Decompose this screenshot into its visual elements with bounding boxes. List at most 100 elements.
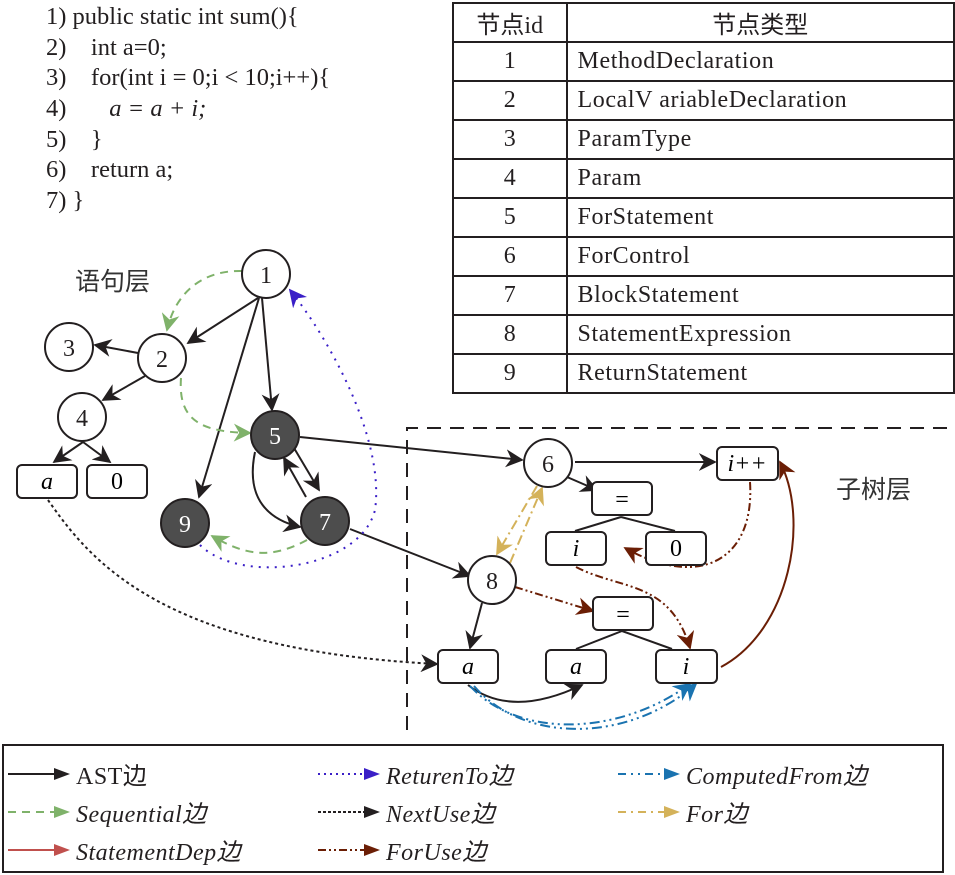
edge-5-7 [293, 447, 320, 492]
assign-body: = [592, 596, 654, 631]
edge-assign-i [574, 516, 622, 532]
edge-7-8 [349, 528, 472, 579]
node-label: 2 [156, 347, 168, 373]
cell-type: ReturnStatement [565, 353, 955, 394]
for-8-6 [509, 486, 544, 564]
line-number: 1) [46, 3, 67, 30]
legend-item-ast: AST边 [8, 756, 147, 791]
leaf-i-plus-plus: i++ [716, 446, 779, 481]
code-line: 4) a = a + i; [46, 94, 330, 125]
code-line: 5) } [46, 125, 330, 156]
statement-nodes: 1 2 3 4 5 7 9 6 8 [44, 249, 573, 605]
legend-item-statement-dep: StatementDep边 [8, 832, 241, 867]
code-text: return a; [90, 156, 174, 184]
header-node-type: 节点类型 [565, 2, 955, 43]
cell-type: ForControl [565, 236, 955, 277]
cell-id: 3 [452, 119, 568, 160]
leaf-label: i++ [727, 451, 766, 477]
line-number: 5) [46, 125, 67, 153]
node-3: 3 [44, 322, 94, 372]
code-line: 1) public static int sum(){ [46, 2, 330, 33]
legend-item-returen-to: ReturenTo边 [318, 756, 513, 791]
edge-7-5 [283, 456, 307, 498]
seq-7-9 [210, 535, 308, 554]
for-use-8-assign [514, 586, 595, 615]
statement-layer-label: 语句层 [75, 267, 151, 296]
leaf-i-init: i [545, 531, 607, 566]
line-number: 6) [46, 156, 67, 184]
leaf-label: 0 [111, 469, 123, 495]
code-text: } [90, 125, 103, 153]
node-9: 9 [160, 498, 210, 548]
leaf-label: 0 [670, 536, 682, 562]
dash-dot-arrow-icon [318, 843, 380, 856]
cell-type: ParamType [565, 119, 955, 160]
node-label: 8 [486, 569, 498, 595]
code-line: 3) for(int i = 0;i < 10;i++){ [46, 63, 330, 94]
cell-type: BlockStatement [565, 275, 955, 316]
legend: AST边 Sequential边 StatementDep边 ReturenTo… [2, 744, 944, 873]
cell-id: 6 [452, 236, 568, 277]
legend-item-computed-from: ComputedFrom边 [618, 756, 868, 791]
cell-id: 1 [452, 41, 568, 82]
legend-label: ReturenTo边 [386, 764, 514, 790]
dotted-arrow-icon [318, 805, 380, 818]
node-2: 2 [137, 333, 187, 383]
leaf-nodes: a 0 i++ = i 0 = a a i [16, 446, 779, 684]
for-use-ipp-i [623, 481, 752, 569]
legend-item-sequential: Sequential边 [8, 794, 207, 829]
solid-arrow-icon [8, 767, 70, 780]
edge-4-0 [82, 441, 112, 464]
cell-id: 9 [452, 353, 568, 394]
edge-assign2-a [575, 630, 623, 650]
dotted-arrow-icon [318, 767, 380, 780]
for-edges [496, 485, 544, 564]
line-number: 4) [46, 95, 67, 123]
edge-1-2 [186, 297, 259, 344]
node-label: 6 [542, 452, 554, 478]
computed-from-a-i-1 [469, 682, 692, 726]
header-node-id: 节点id [452, 2, 568, 43]
node-7: 7 [300, 496, 350, 546]
node-5: 5 [250, 410, 300, 460]
edge-assign-0 [620, 516, 676, 532]
for-use-i-ipp [720, 460, 796, 668]
dash-dot-arrow-icon [618, 767, 680, 780]
cell-type: StatementExpression [565, 314, 955, 355]
legend-item-for-use: ForUse边 [318, 832, 487, 867]
cell-type: MethodDeclaration [565, 41, 955, 82]
leaf-label: a [462, 654, 474, 680]
code-text: int a=0; [90, 33, 167, 61]
code-line: 2) int a=0; [46, 33, 330, 64]
cell-id: 5 [452, 197, 568, 238]
computed-from-a-i-2 [473, 682, 698, 730]
for-6-8 [496, 485, 538, 556]
cell-type: ForStatement [565, 197, 955, 238]
node-6: 6 [523, 438, 573, 488]
cell-id: 8 [452, 314, 568, 355]
cell-type: LocalV ariableDeclaration [565, 80, 955, 121]
code-text: } [72, 187, 85, 215]
subtree-layer-frame [406, 427, 955, 730]
node-label: 5 [269, 424, 281, 450]
code-text: public static int sum(){ [72, 3, 299, 30]
node-4: 4 [57, 392, 107, 442]
leaf-label: i [573, 536, 580, 562]
leaf-a-rhs: a [545, 649, 607, 684]
leaf-label: = [616, 602, 630, 628]
leaf-label: i [683, 654, 690, 680]
cell-id: 4 [452, 158, 568, 199]
edge-2-4 [101, 375, 146, 401]
legend-label: StatementDep边 [76, 840, 242, 866]
legend-item-next-use: NextUse边 [318, 794, 495, 829]
cell-type: Param [565, 158, 955, 199]
for-use-edges [514, 460, 796, 668]
next-use-a-a [47, 499, 439, 673]
leaf-label: a [41, 469, 53, 495]
edge-1-5 [261, 297, 280, 412]
